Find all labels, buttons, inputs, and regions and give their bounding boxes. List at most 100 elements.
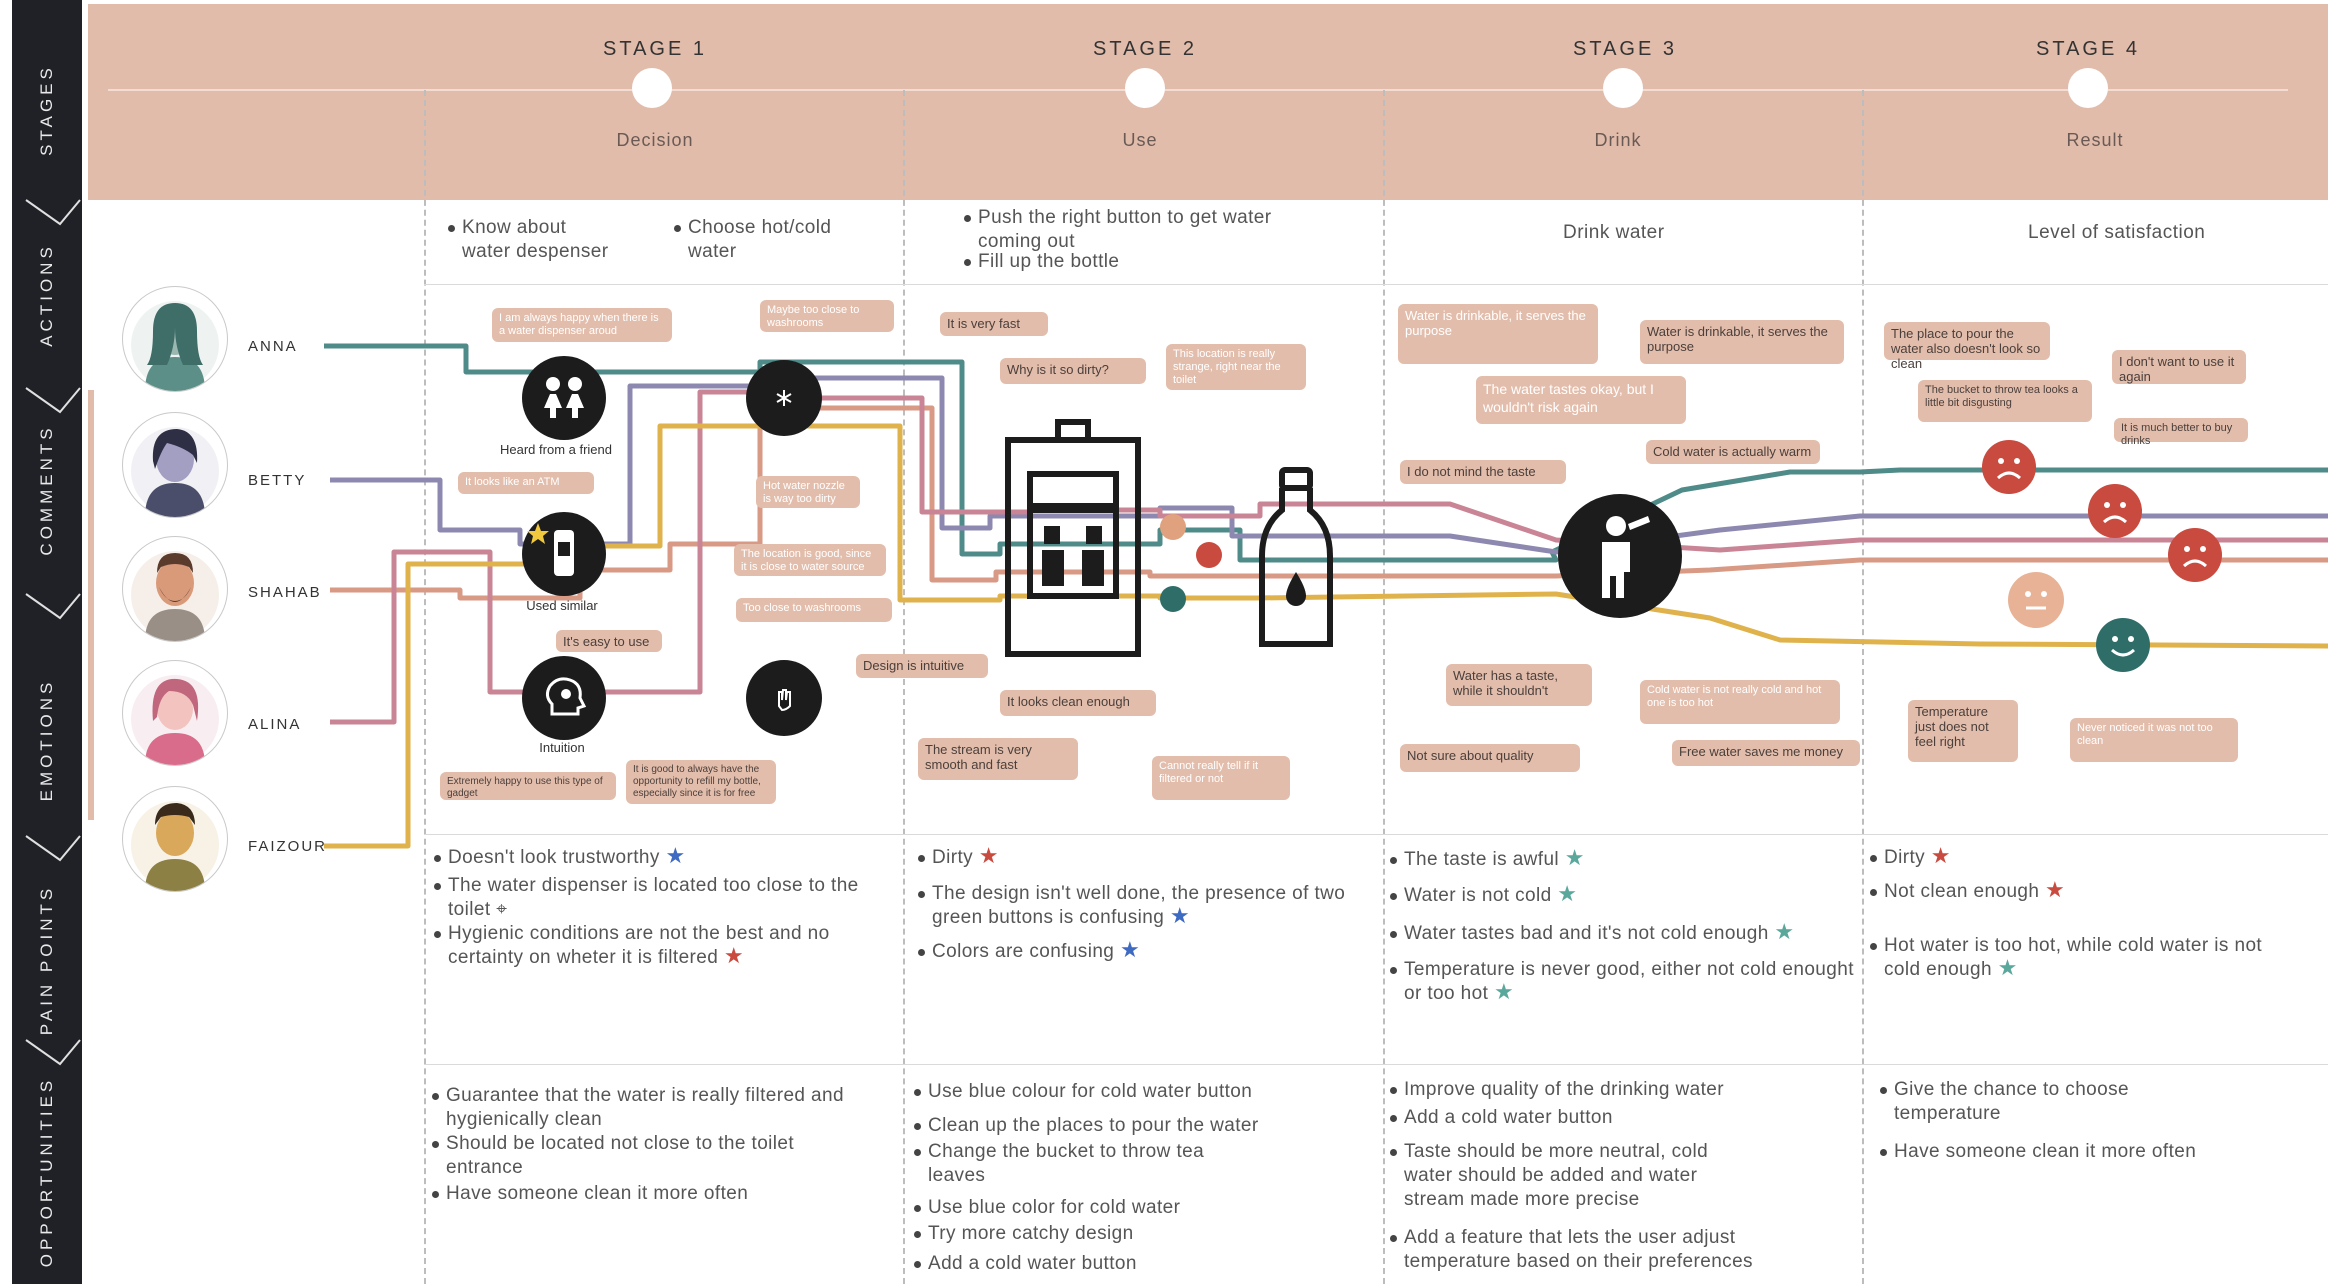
comment-bubble: The location is good, since it is close … (734, 544, 886, 576)
opportunity-item: Taste should be more neutral, cold water… (1390, 1140, 1744, 1212)
avatar-alina (122, 660, 228, 766)
comment-bubble: Why is it so dirty? (1000, 358, 1146, 384)
opportunity-item: Use blue color for cold water (914, 1196, 1368, 1220)
stage-1-subtitle: Decision (616, 130, 694, 150)
comment-bubble: Maybe too close to washrooms (760, 300, 894, 332)
neutral-face-icon (1160, 514, 1186, 540)
red-star-icon: ★ (723, 943, 745, 968)
red-star-icon: ★ (1930, 843, 1951, 868)
opportunity-item: Should be located not close to the toile… (432, 1132, 876, 1180)
comment-bubble: Design is intuitive (856, 654, 988, 678)
comment-bubble: It looks clean enough (1000, 690, 1156, 716)
opportunity-item: Clean up the places to pour the water (914, 1114, 1368, 1138)
opportunity-item: Add a cold water button (914, 1252, 1368, 1276)
avatar-anna (122, 286, 228, 392)
snowflake-icon (746, 360, 822, 436)
sad-face-icon (2088, 484, 2142, 538)
comment-bubble: Extremely happy to use this type of gadg… (440, 772, 616, 800)
teal-star-icon: ★ (1557, 881, 1578, 906)
opportunity-item: Have someone clean it more often (1880, 1140, 2314, 1164)
teal-star-icon: ★ (1997, 955, 2018, 980)
water-dispenser-machine-icon (1005, 419, 1141, 657)
comment-bubble: Water has a taste, while it shouldn't (1446, 664, 1592, 706)
stage-4-subtitle: Result (2066, 130, 2124, 150)
pain-point-item: Water tastes bad and it's not cold enoug… (1390, 921, 1854, 946)
comment-bubble: The bucket to throw tea looks a little b… (1918, 380, 2092, 422)
brain-icon (522, 656, 606, 740)
intuition-label: Intuition (539, 740, 585, 755)
opportunity-item: Guarantee that the water is really filte… (432, 1084, 876, 1132)
action-push-button: Push the right button to get water comin… (964, 207, 1272, 252)
red-star-icon: ★ (978, 843, 999, 868)
stage-divider (1383, 90, 1385, 1284)
action-know-dispenser: Know about water despenser (447, 217, 609, 262)
blue-star-icon: ★ (665, 843, 686, 868)
pain-point-item: Doesn't look trustworthy ★ (434, 843, 868, 870)
opportunity-item: Change the bucket to throw tea leaves (914, 1140, 1248, 1188)
person-drinking-icon (1558, 494, 1682, 618)
happy-face-icon (1160, 586, 1186, 612)
pain-point-item: Colors are confusing ★ (918, 937, 1352, 964)
blue-star-icon: ★ (1119, 937, 1141, 962)
sad-face-icon (1982, 440, 2036, 494)
opportunity-item: Give the chance to choose temperature (1880, 1078, 2234, 1126)
comment-bubble: Water is drinkable, it serves the purpos… (1398, 304, 1598, 364)
teal-star-icon: ★ (1493, 979, 1515, 1004)
stage-3-marker (1603, 68, 1643, 108)
opportunity-item: Try more catchy design (914, 1222, 1368, 1246)
hand-icon (746, 660, 822, 736)
comment-bubble: Never noticed it was not too clean (2070, 718, 2238, 762)
comment-bubble: Cold water is actually warm (1646, 440, 1820, 464)
happy-face-icon (2096, 618, 2150, 672)
avatar-faizour (122, 786, 228, 892)
comment-bubble: The water tastes okay, but I wouldn't ri… (1476, 376, 1686, 424)
stage-2-title: STAGE 2 (1093, 38, 1197, 60)
action-choose-temp: Choose hot/cold water (673, 217, 832, 262)
persona-name-anna: ANNA (248, 338, 298, 355)
comment-bubble: Water is drinkable, it serves the purpos… (1640, 320, 1844, 364)
sad-face-icon (1196, 542, 1222, 568)
pain-point-item: The taste is awful ★ (1390, 847, 1854, 872)
star-icon (527, 523, 549, 544)
pain-point-item: The design isn't well done, the presence… (918, 882, 1352, 930)
comment-bubble: It's easy to use (556, 630, 662, 652)
sad-face-icon (2168, 528, 2222, 582)
stage-divider (903, 90, 905, 1284)
comment-bubble: Not sure about quality (1400, 744, 1580, 772)
stage-1-marker (632, 68, 672, 108)
comment-bubble: I do not mind the taste (1400, 460, 1566, 484)
comment-bubble: It looks like an ATM (458, 472, 594, 494)
pain-point-item: Hygienic conditions are not the best and… (434, 922, 894, 970)
opportunity-item: Use blue colour for cold water button (914, 1080, 1368, 1104)
location-pin-icon: ⌖ (496, 899, 508, 920)
comment-bubble: Hot water nozzle is way too dirty (756, 476, 860, 508)
pain-point-item: Water is not cold ★ (1390, 881, 1854, 908)
stage-timeline (108, 89, 2288, 91)
comment-bubble: The stream is very smooth and fast (918, 738, 1078, 780)
stage-3-subtitle: Drink (1594, 130, 1642, 150)
similar-label: Used similar (526, 598, 598, 613)
pain-point-item: Temperature is never good, either not co… (1390, 959, 1854, 1004)
stage-3-title: STAGE 3 (1573, 38, 1677, 60)
action-drink-water: Drink water (1563, 222, 1665, 243)
persona-name-faizour: FAIZOUR (248, 838, 328, 855)
stages-header (88, 4, 2328, 200)
pain-point-item: Dirty ★ (1870, 843, 2304, 870)
comment-bubble: Free water saves me money (1672, 740, 1860, 766)
comment-bubble: Cannot really tell if it filtered or not (1152, 756, 1290, 800)
row-divider (424, 1064, 2328, 1065)
water-dispenser-icon (522, 512, 606, 596)
friends-label: Heard from a friend (500, 442, 612, 457)
comment-bubble: It is very fast (940, 312, 1048, 336)
stage-2-marker (1125, 68, 1165, 108)
opportunity-item: Improve quality of the drinking water (1390, 1078, 1844, 1102)
avatar-betty (122, 412, 228, 518)
comment-bubble: Temperature just does not feel right (1908, 700, 2018, 762)
comment-bubble: It is much better to buy drinks (2114, 418, 2248, 447)
comment-bubble: This location is really strange, right n… (1166, 344, 1306, 390)
pain-point-item: Hot water is too hot, while cold water i… (1870, 934, 2304, 982)
neutral-face-icon (2008, 572, 2064, 628)
opportunity-item: Add a cold water button (1390, 1106, 1844, 1130)
blue-star-icon: ★ (1169, 903, 1191, 928)
persona-name-alina: ALINA (248, 716, 302, 733)
